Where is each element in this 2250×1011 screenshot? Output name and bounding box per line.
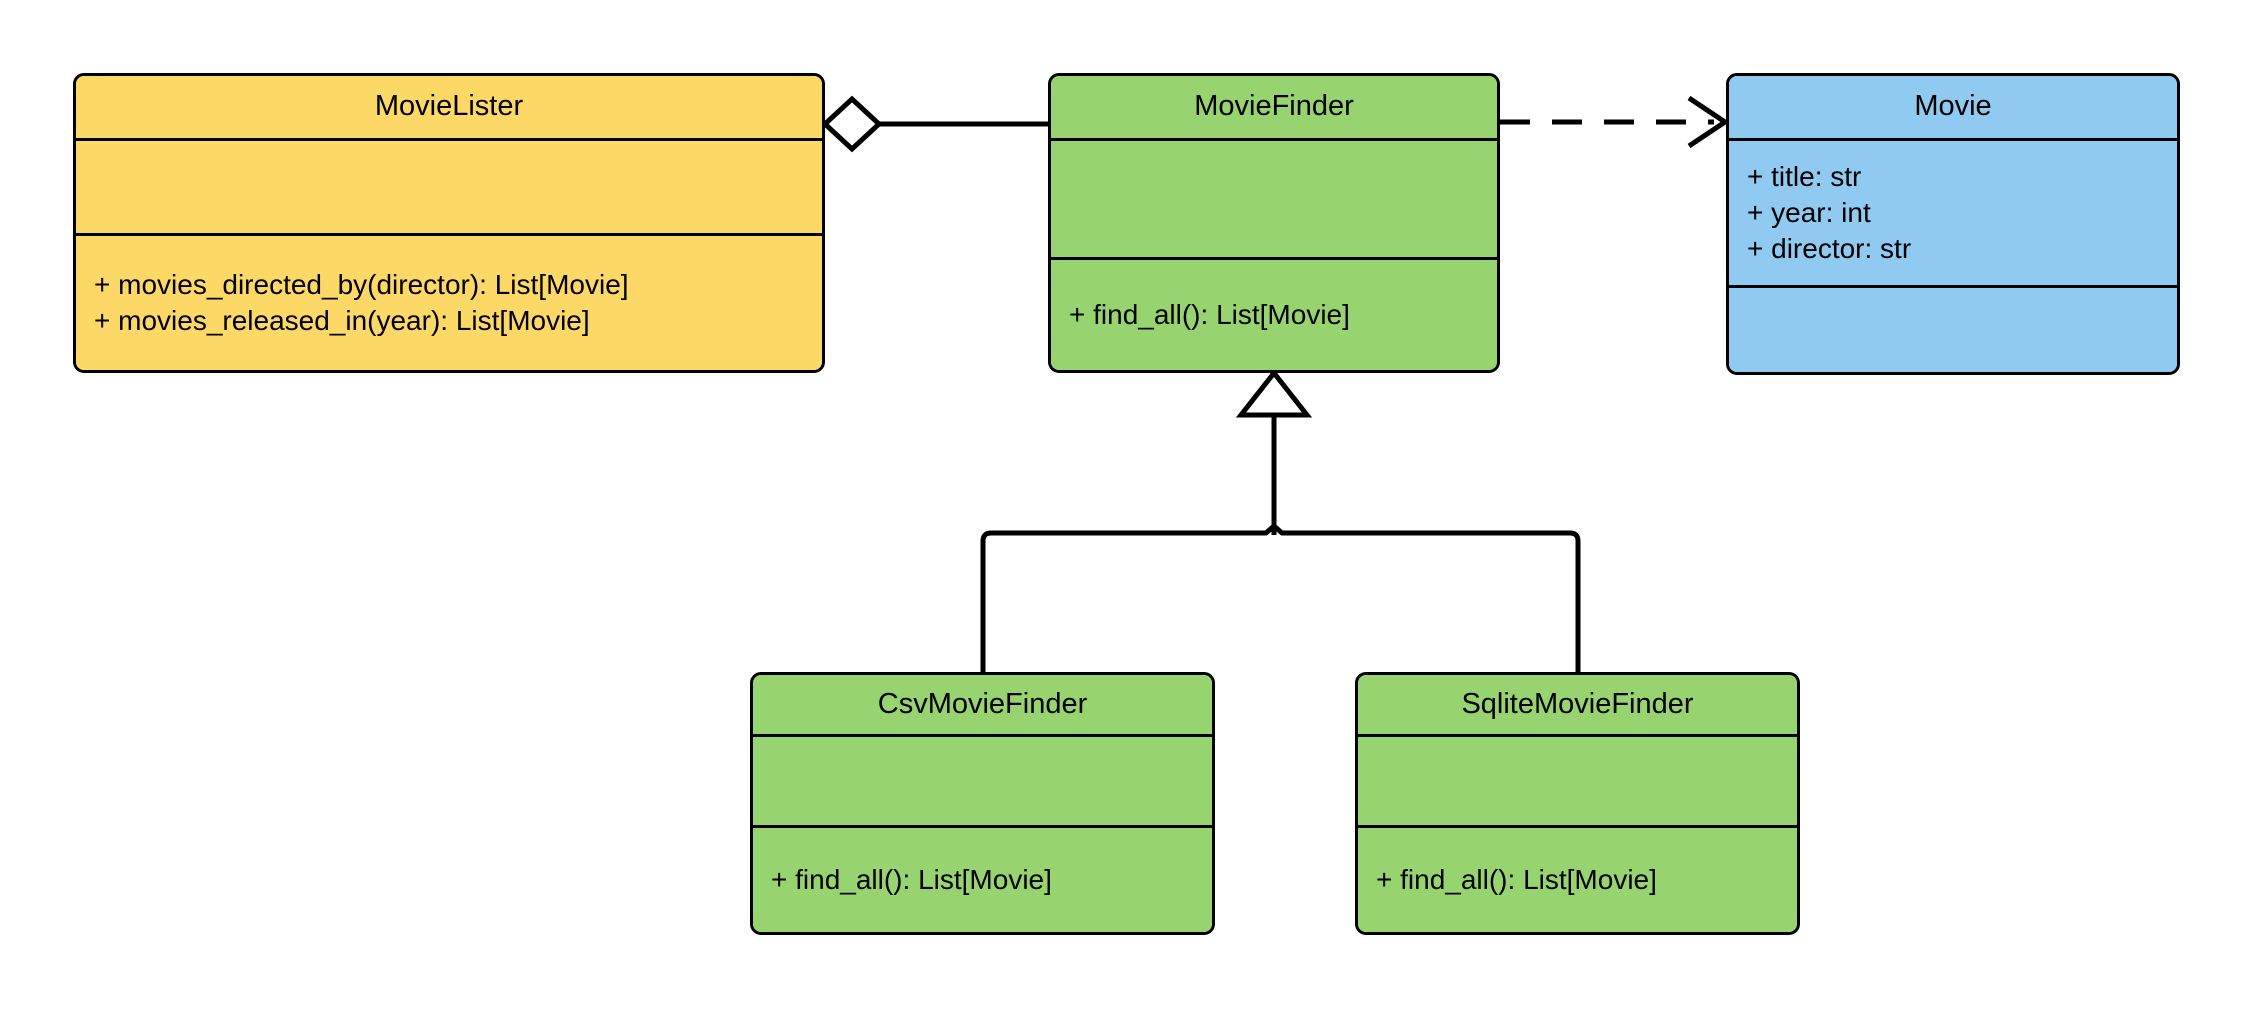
open-arrow-icon — [1687, 95, 1730, 149]
class-title-row-csvmoviefinder: CsvMovieFinder — [753, 675, 1212, 737]
class-name-sqlitemoviefinder: SqliteMovieFinder — [1461, 687, 1694, 720]
method-item: + find_all(): List[Movie] — [1376, 864, 1657, 896]
class-box-movie[interactable]: Movie + title: str + year: int + directo… — [1726, 73, 2180, 375]
method-item: + movies_released_in(year): List[Movie] — [94, 305, 590, 336]
class-methods-row-moviefinder: + find_all(): List[Movie] — [1051, 260, 1497, 370]
hollow-triangle-icon — [1235, 368, 1313, 418]
relationship-dependency-moviefinder-movie[interactable] — [1500, 95, 1730, 149]
class-title-row-moviefinder: MovieFinder — [1051, 76, 1497, 141]
class-methods-row-csvmoviefinder: + find_all(): List[Movie] — [753, 828, 1212, 932]
attribute-item: + title: str — [1747, 161, 1862, 193]
class-box-moviefinder[interactable]: MovieFinder + find_all(): List[Movie] — [1048, 73, 1500, 373]
class-methods-row-sqlitemoviefinder: + find_all(): List[Movie] — [1358, 828, 1797, 932]
class-box-csvmoviefinder[interactable]: CsvMovieFinder + find_all(): List[Movie] — [750, 672, 1215, 935]
attribute-item: + year: int — [1747, 197, 1871, 229]
class-title-row-movie: Movie — [1729, 76, 2177, 141]
attribute-item: + director: str — [1747, 232, 1912, 264]
class-name-movie: Movie — [1914, 90, 1992, 123]
class-attributes-row-csvmoviefinder — [753, 737, 1212, 828]
class-methods-row-movie — [1729, 288, 2177, 372]
class-box-sqlitemoviefinder[interactable]: SqliteMovieFinder + find_all(): List[Mov… — [1355, 672, 1800, 935]
class-attributes-row-movielister — [76, 141, 822, 236]
class-name-moviefinder: MovieFinder — [1194, 90, 1354, 123]
class-box-movielister[interactable]: MovieLister + movies_directed_by(directo… — [73, 73, 825, 373]
class-title-row-movielister: MovieLister — [76, 76, 822, 141]
relationship-aggregation-movielister-moviefinder[interactable] — [821, 95, 1048, 153]
class-title-row-sqlitemoviefinder: SqliteMovieFinder — [1358, 675, 1797, 737]
hollow-diamond-icon — [821, 95, 883, 153]
class-attributes-row-movie: + title: str + year: int + director: str — [1729, 141, 2177, 288]
method-item: + find_all(): List[Movie] — [1069, 299, 1350, 331]
method-item: + movies_directed_by(director): List[Mov… — [94, 269, 629, 301]
relationship-generalization-tree[interactable] — [980, 368, 1581, 672]
class-attributes-row-sqlitemoviefinder — [1358, 737, 1797, 828]
class-attributes-row-moviefinder — [1051, 141, 1497, 260]
class-name-csvmoviefinder: CsvMovieFinder — [877, 687, 1088, 720]
generalization-bus — [980, 523, 1581, 542]
class-methods-row-movielister: + movies_directed_by(director): List[Mov… — [76, 236, 822, 370]
method-item: + find_all(): List[Movie] — [771, 864, 1052, 896]
class-name-movielister: MovieLister — [374, 90, 524, 123]
